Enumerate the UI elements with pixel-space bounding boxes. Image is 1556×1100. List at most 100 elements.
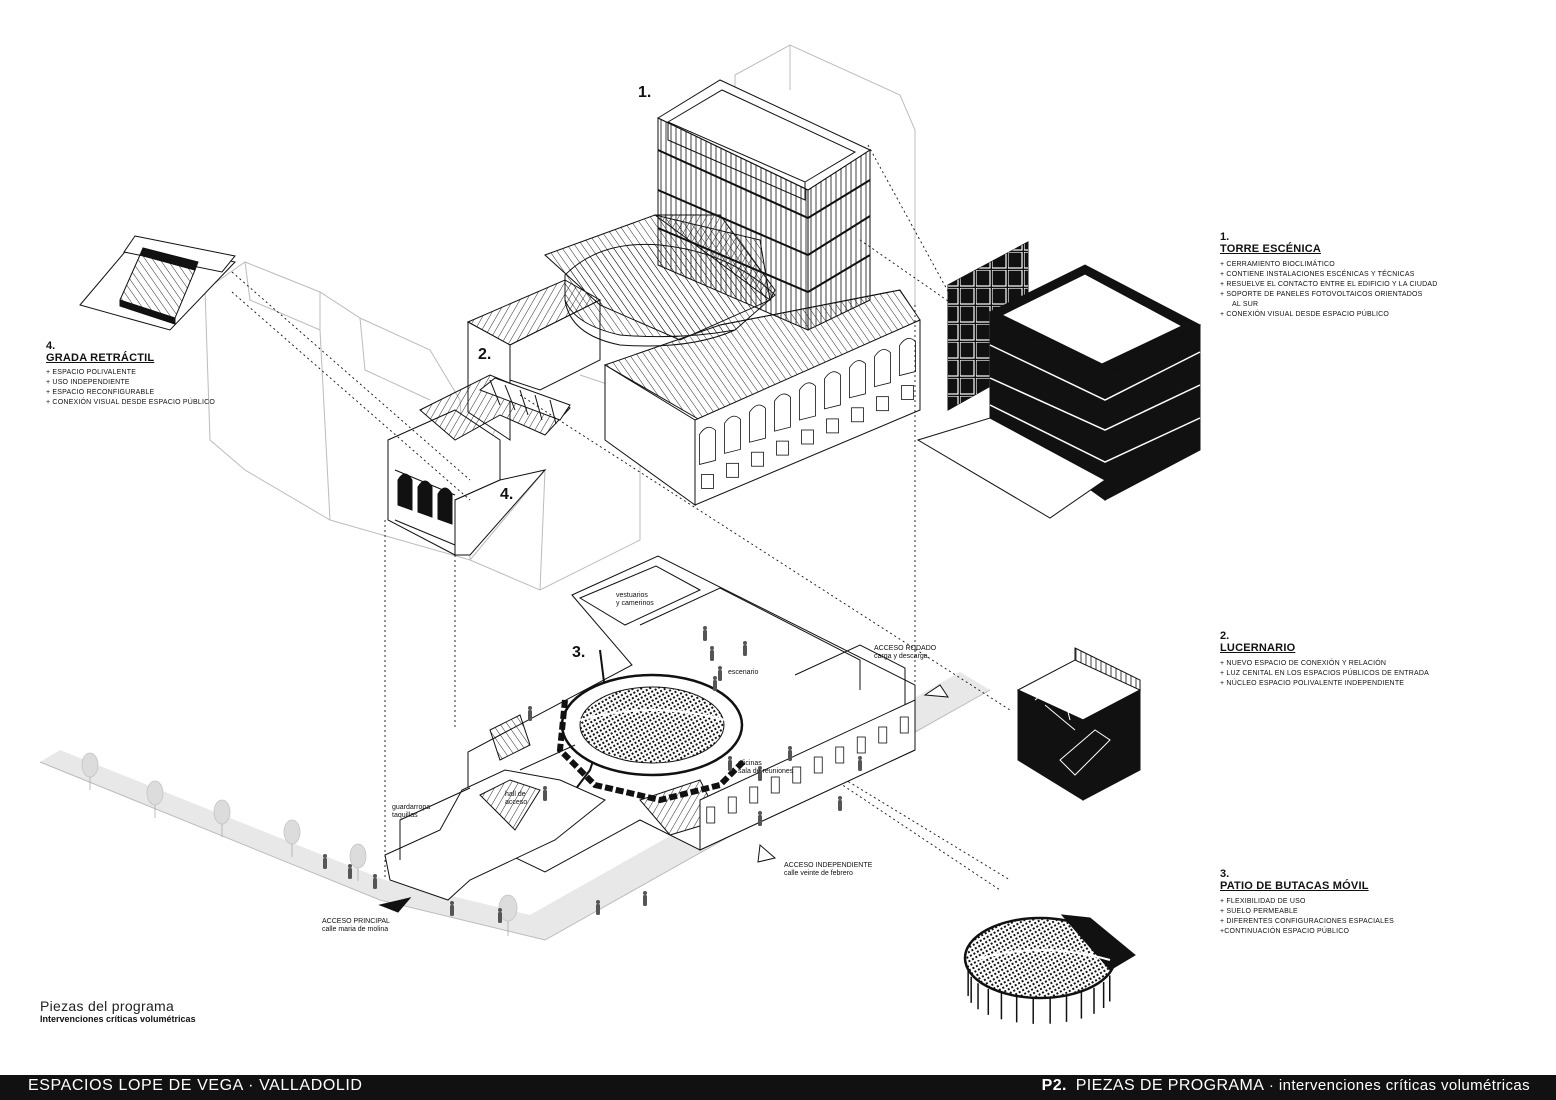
footer-sheet-name: PIEZAS DE PROGRAMA	[1075, 1077, 1265, 1094]
ground-window	[727, 796, 737, 814]
person-head	[713, 676, 717, 680]
facade-window	[701, 474, 714, 489]
legend-lucernario-item: + NÚCLEO ESPACIO POLIVALENTE INDEPENDIEN…	[1220, 680, 1405, 687]
ground-window	[878, 726, 888, 744]
person-figure	[758, 815, 762, 826]
person-figure	[718, 670, 722, 681]
legend-grada-item: + USO INDEPENDIENTE	[46, 379, 130, 386]
access-markers	[378, 684, 949, 913]
plan-label-oficinas: oficinas sala de reuniones	[738, 760, 794, 775]
facade-window	[901, 385, 914, 400]
legend-patio: 3. PATIO DE BUTACAS MÓVIL + FLEXIBILIDAD…	[1220, 868, 1480, 937]
patio-columns	[967, 969, 1111, 1024]
person-head	[323, 854, 327, 858]
person-figure	[703, 630, 707, 641]
marker-4: 4.	[500, 486, 514, 503]
person-head	[758, 811, 762, 815]
torre-piece	[916, 241, 1202, 519]
facade-arch	[899, 337, 916, 377]
plan-label-hall: hall de acceso	[505, 791, 528, 806]
person-figure	[323, 858, 327, 869]
person-head	[788, 746, 792, 750]
legend-torre-item: + SOPORTE DE PANELES FOTOVOLTAICOS ORIEN…	[1220, 291, 1423, 298]
person-figure	[788, 750, 792, 761]
person-figure	[838, 800, 842, 811]
person-figure	[596, 904, 600, 915]
ground-floor-windows	[706, 716, 909, 824]
plan-label-acceso-principal: ACCESO PRINCIPAL calle maria de molina	[322, 918, 390, 933]
person-head	[543, 786, 547, 790]
legend-torre-item: + CONEXIÓN VISUAL DESDE ESPACIO PÚBLICO	[1220, 311, 1390, 318]
person-head	[743, 641, 747, 645]
patio-piece	[963, 914, 1136, 1000]
facade-arch	[699, 426, 716, 465]
ground-window	[749, 786, 759, 804]
facade-window	[876, 396, 889, 412]
caption-title: Piezas del programa	[40, 998, 175, 1014]
legend-grada-item: + ESPACIO POLIVALENTE	[46, 369, 137, 376]
facade-arch	[849, 360, 866, 399]
person-head	[703, 626, 707, 630]
legend-patio-item: + SUELO PERMEABLE	[1220, 908, 1298, 915]
facade-arch	[874, 349, 891, 388]
ground-window	[770, 776, 780, 794]
ground-window	[706, 806, 716, 824]
facade-arch	[774, 393, 791, 432]
legend-lucernario-items: + NUEVO ESPACIO DE CONEXIÓN Y RELACIÓN+ …	[1220, 659, 1480, 689]
legend-patio-number: 3.	[1220, 868, 1230, 880]
legend-lucernario-number: 2.	[1220, 630, 1230, 642]
legend-grada-item: + CONEXIÓN VISUAL DESDE ESPACIO PÚBLICO	[46, 399, 216, 406]
person-figure	[543, 790, 547, 801]
person-figure	[743, 645, 747, 656]
legend-torre-title: TORRE ESCÉNICA	[1220, 243, 1321, 255]
facade-window	[801, 429, 814, 445]
facade-window	[726, 462, 739, 478]
axonometric-drawing	[39, 44, 1202, 1024]
plan-label-vestuarios: vestuarios y camerinos	[616, 592, 654, 607]
legend-grada-item: + ESPACIO RECONFIGURABLE	[46, 389, 155, 396]
marker-1: 1.	[638, 84, 652, 101]
person-head	[528, 706, 532, 710]
footer-sheet-title: P2. PIEZAS DE PROGRAMA · intervenciones …	[1042, 1077, 1530, 1095]
grada-piece	[79, 235, 236, 331]
person-figure	[528, 710, 532, 721]
person-head	[710, 646, 714, 650]
person-figure	[728, 760, 732, 771]
legend-lucernario-title: LUCERNARIO	[1220, 642, 1296, 654]
person-head	[348, 864, 352, 868]
plan-label-escenario: escenario	[728, 669, 759, 676]
legend-torre-item: + RESUELVE EL CONTACTO ENTRE EL EDIFICIO…	[1220, 281, 1438, 288]
lucernario-piece	[1016, 647, 1142, 801]
people-figures	[323, 626, 862, 923]
person-head	[858, 756, 862, 760]
legend-lucernario-item: + LUZ CENITAL EN LOS ESPACIOS PÚBLICOS D…	[1220, 670, 1430, 677]
plan-label-guardarropa: guardarropa taquillas	[392, 804, 431, 819]
facade-window	[826, 418, 839, 434]
legend-torre-number: 1.	[1220, 231, 1230, 243]
ground-window	[835, 746, 845, 764]
person-head	[596, 900, 600, 904]
corner-facade	[387, 374, 571, 556]
person-figure	[373, 878, 377, 889]
person-figure	[713, 680, 717, 691]
legend-patio-title: PATIO DE BUTACAS MÓVIL	[1220, 880, 1369, 892]
street-trees	[81, 752, 518, 936]
person-head	[498, 908, 502, 912]
person-head	[373, 874, 377, 878]
facade-arch	[724, 415, 741, 454]
person-head	[718, 666, 722, 670]
facade-arch	[824, 371, 841, 410]
footer-bar: ESPACIOS LOPE DE VEGA · VALLADOLID P2. P…	[0, 1075, 1556, 1100]
person-figure	[758, 770, 762, 781]
ground-window	[792, 766, 802, 784]
facade-arches	[699, 337, 916, 489]
drawing-caption: Piezas del programa Intervenciones críti…	[40, 998, 196, 1024]
legend-torre-item: + CONTIENE INSTALACIONES ESCÉNICAS Y TÉC…	[1220, 271, 1415, 278]
person-figure	[450, 905, 454, 916]
legend-lucernario: 2. LUCERNARIO + NUEVO ESPACIO DE CONEXIÓ…	[1220, 630, 1480, 689]
person-figure	[858, 760, 862, 771]
ground-window	[856, 736, 866, 754]
legend-patio-item: + FLEXIBILIDAD DE USO	[1220, 898, 1306, 905]
marker-3: 3.	[572, 644, 586, 661]
person-head	[728, 756, 732, 760]
